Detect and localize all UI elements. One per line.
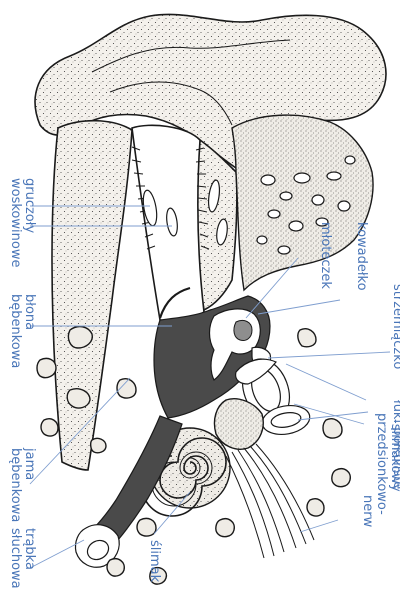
label-stapes: strzemiączko [390,284,400,369]
label-malleus: młoteczek [318,222,333,289]
label-auditory-tube: trąbka słuchowa [8,528,37,589]
label-tympanic-cavity: jama bębenkowa [8,447,37,522]
label-cochlea: ślimak [147,540,162,583]
label-vestibulocochlear-nerve: nerw przedsionkowo- -ślimakowy [360,413,400,531]
temporal-bone [232,115,373,290]
canal-wall-right [197,140,237,310]
label-ceruminous-glands: gruczoły woskowinowe [8,178,37,267]
label-eardrum: błona bębenkowa [8,294,37,368]
vestibulocochlear-nerve [226,444,314,558]
canal-wall-left [52,121,132,470]
label-incus: kowadełko [354,222,369,291]
